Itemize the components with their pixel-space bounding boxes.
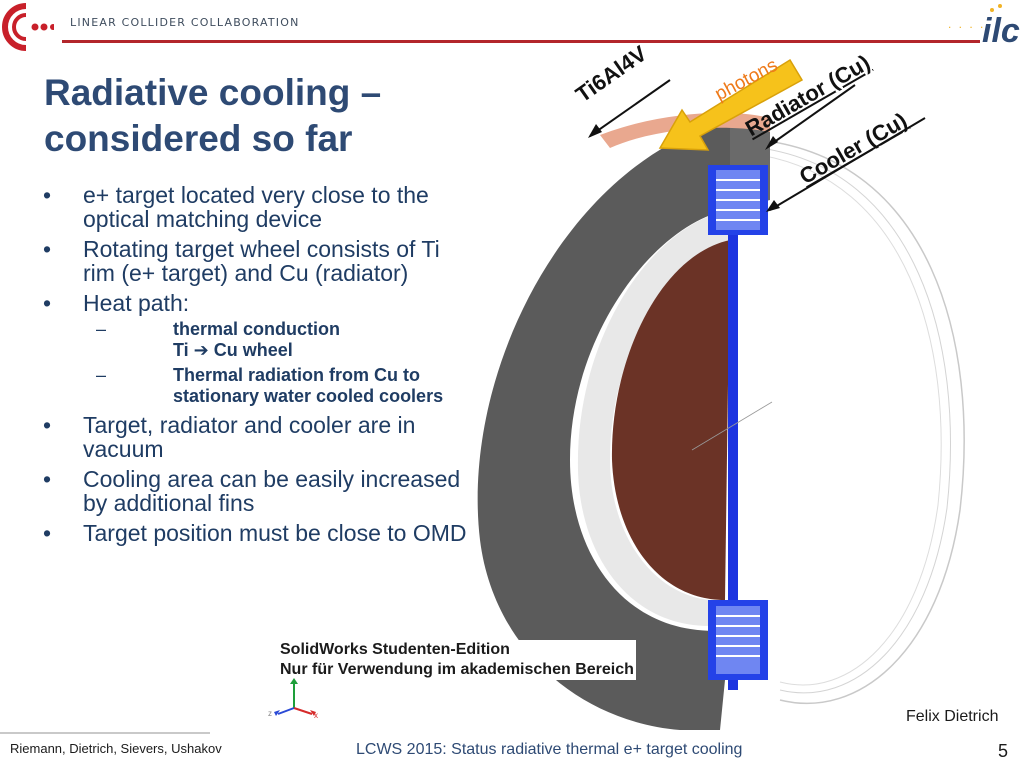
footer-rule — [0, 732, 210, 734]
sub-bullet-text: Cu wheel — [208, 340, 293, 360]
bullet-item: Cooling area can be easily increased by … — [38, 467, 468, 515]
bullet-item: Target position must be close to OMD — [38, 521, 468, 545]
radiator-pointer-head-icon — [765, 136, 778, 150]
header-rule — [62, 40, 980, 43]
arrow-right-icon: ➔ — [193, 340, 209, 361]
sub-bullet-line: stationary water cooled coolers — [173, 386, 444, 406]
slide-title-line2: considered so far — [44, 118, 353, 159]
bullet-list: e+ target located very close to the opti… — [38, 183, 468, 551]
cooler-pointer — [769, 117, 926, 211]
page-number: 5 — [998, 741, 1009, 761]
footer-event: LCWS 2015: Status radiative thermal e+ t… — [356, 741, 743, 758]
radiator-pointer — [769, 84, 856, 146]
watermark-line1: SolidWorks Studenten-Edition — [280, 641, 510, 658]
bullet-item: Target, radiator and cooler are in vacuu… — [38, 413, 468, 461]
figure-credit: Felix Dietrich — [906, 708, 999, 725]
sub-bullet-line: Ti ➔ Cu wheel — [173, 340, 558, 361]
org-name: LINEAR COLLIDER COLLABORATION — [70, 16, 300, 29]
upper-cooler-fins — [708, 165, 768, 235]
xyz-triad-icon: z x — [268, 676, 324, 720]
sub-bullet-list: – thermal conduction Ti ➔ Cu wheel – The… — [83, 319, 468, 407]
ti-pointer-head-icon — [588, 124, 602, 138]
solidworks-watermark: SolidWorks Studenten-Edition Nur für Ver… — [278, 640, 636, 680]
svg-text:z: z — [268, 709, 272, 718]
sub-bullet-line: Thermal radiation from Cu to — [173, 365, 421, 385]
svg-text:ilc: ilc — [982, 12, 1020, 48]
photons-arrow-icon — [658, 58, 804, 151]
cooler-outline — [759, 154, 942, 686]
dash-marker: – — [96, 319, 107, 339]
dash-marker: – — [96, 365, 107, 385]
cooler-outline — [759, 147, 951, 694]
slide-title-line1: Radiative cooling – — [44, 72, 382, 113]
cooler-pointer-head-icon — [766, 200, 780, 212]
section-plane — [728, 180, 738, 690]
bullet-item: Rotating target wheel consists of Ti rim… — [38, 237, 468, 285]
wheel-inner-face — [577, 210, 730, 626]
cooler-outline — [759, 139, 965, 705]
bullet-item: Heat path: – thermal conduction Ti ➔ Cu … — [38, 291, 468, 407]
target-wheel-drawing — [477, 58, 965, 731]
axis-line — [691, 401, 773, 451]
wheel-rim — [477, 120, 730, 731]
bullet-item-text: Heat path: — [83, 290, 190, 316]
copper-radiator-disk — [611, 240, 730, 600]
slide-title: Radiative cooling – considered so far — [44, 70, 381, 162]
lcc-logo-icon — [2, 2, 56, 52]
ti-pointer — [589, 79, 671, 137]
sub-bullet-text: Ti — [173, 340, 194, 360]
bullet-item: e+ target located very close to the opti… — [38, 183, 468, 231]
svg-text:x: x — [314, 711, 318, 720]
svg-text:. . . .: . . . . — [948, 17, 985, 31]
sub-bullet-line: thermal conduction — [173, 319, 341, 339]
target-wheel-figure: Ti6Al4V photons Radiator (Cu) Cooler (Cu… — [460, 40, 1024, 731]
footer-authors: Riemann, Dietrich, Sievers, Ushakov — [10, 741, 222, 756]
ilc-logo-icon: . . . . ilc — [946, 2, 1022, 50]
watermark-line2: Nur für Verwendung im akademischen Berei… — [280, 661, 634, 678]
lower-cooler-fins — [708, 600, 768, 680]
sub-bullet-item: – Thermal radiation from Cu to stationar… — [38, 365, 468, 407]
sub-bullet-item: – thermal conduction Ti ➔ Cu wheel — [38, 319, 468, 361]
